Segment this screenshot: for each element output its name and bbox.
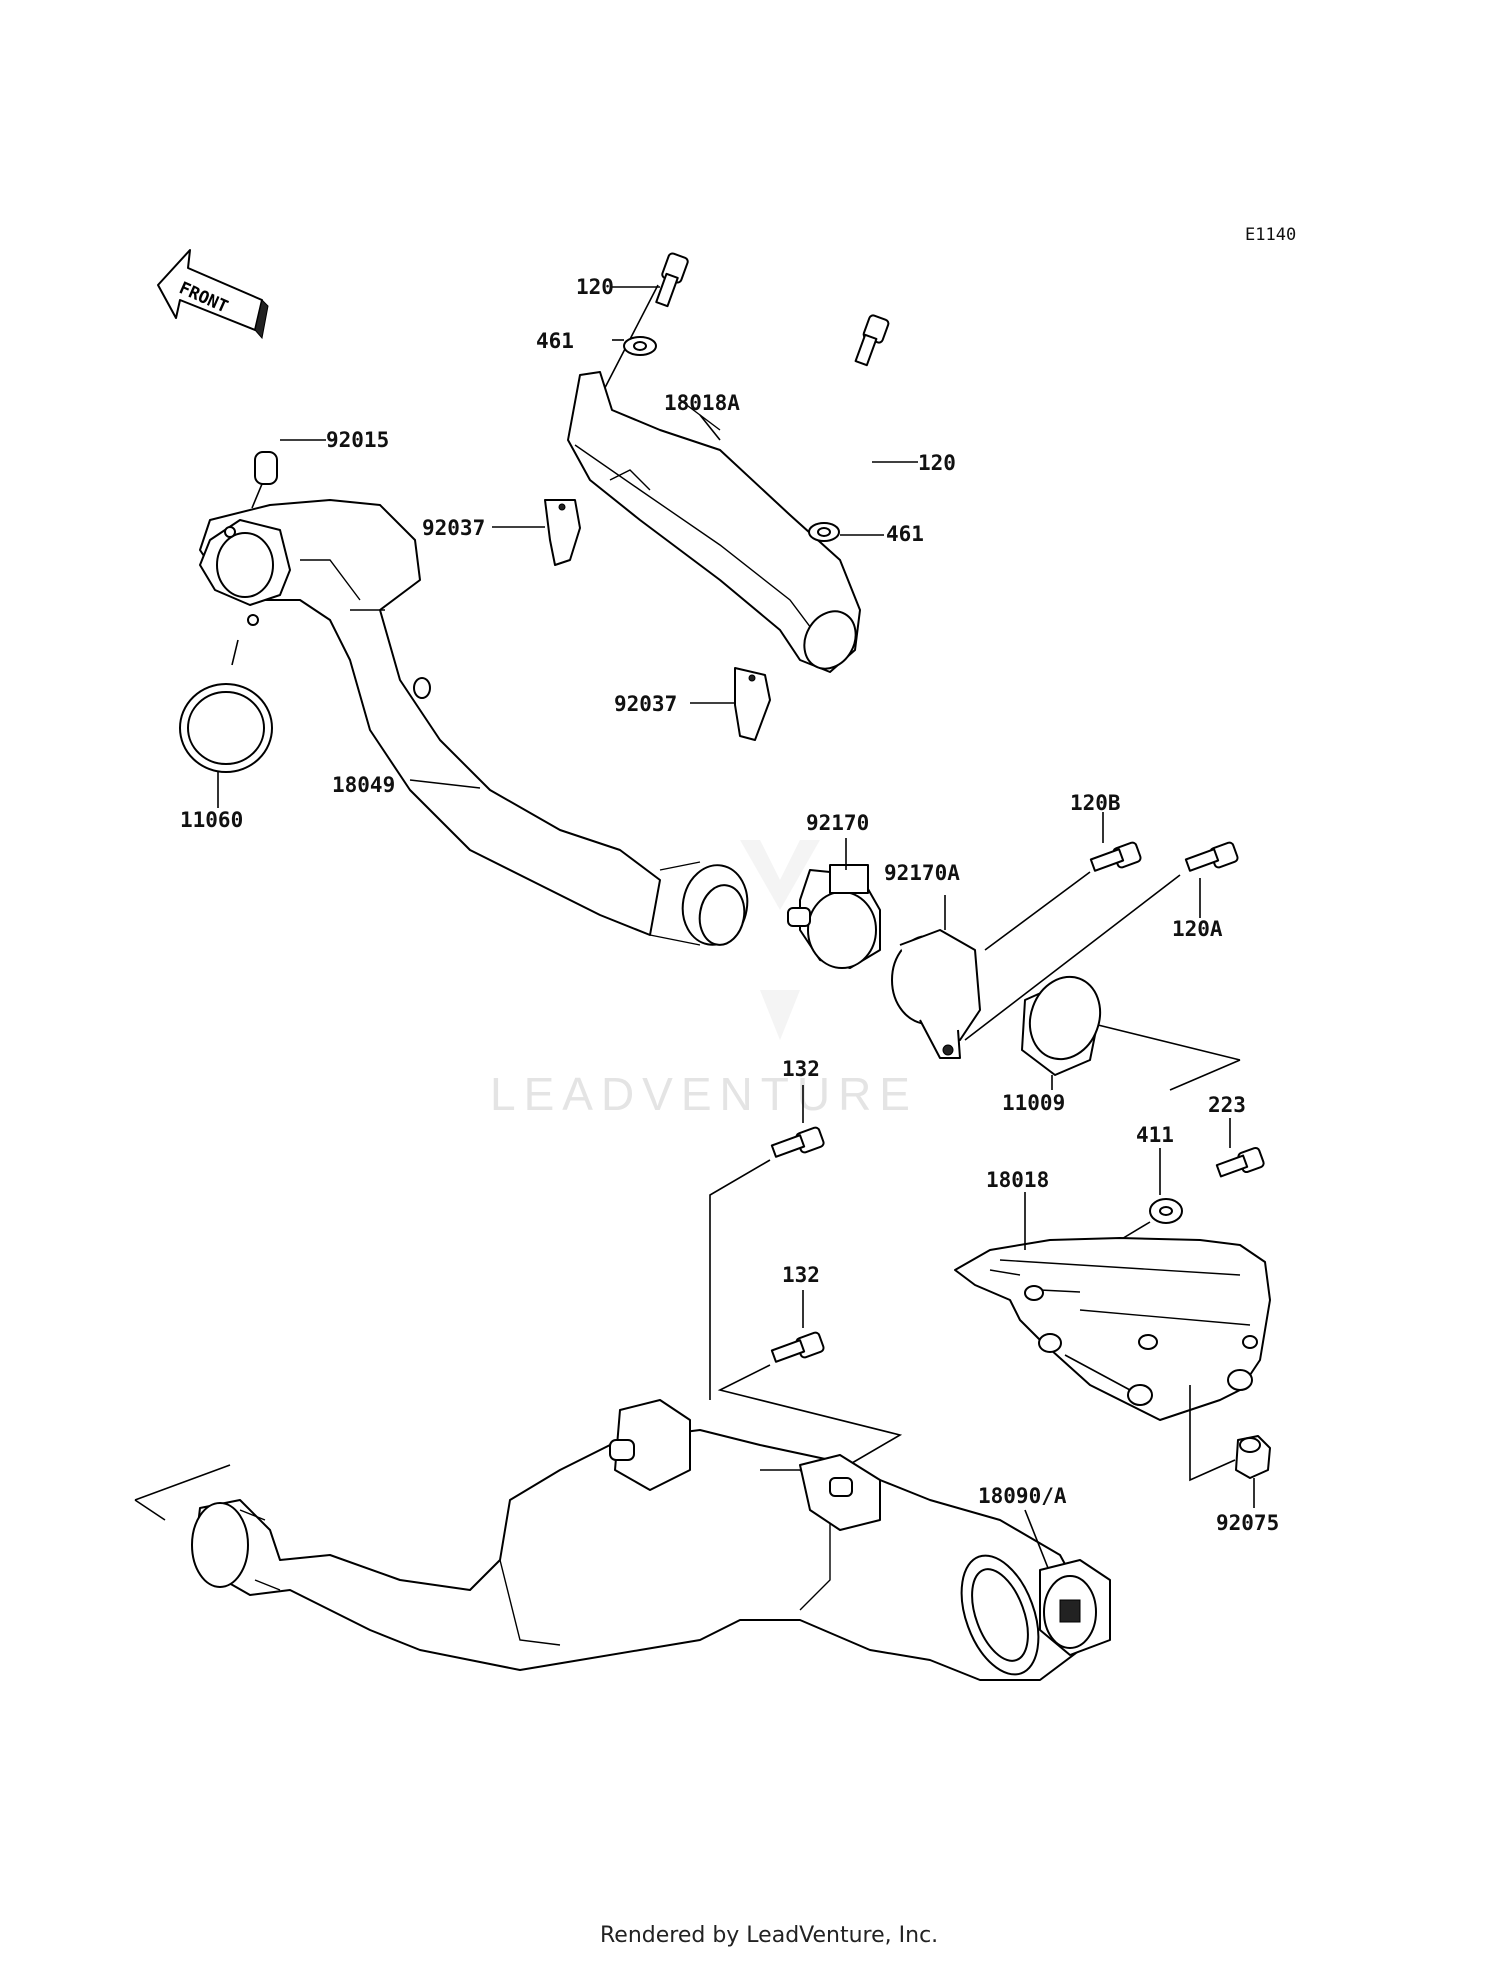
- label-132-upper: 132: [782, 1057, 820, 1081]
- clamp-92170[interactable]: [787, 838, 881, 969]
- label-18018A: 18018A: [664, 391, 740, 415]
- bolt-120B[interactable]: [984, 812, 1142, 951]
- watermark-logo: [740, 840, 820, 1040]
- label-223: 223: [1208, 1093, 1246, 1117]
- label-92037-upper: 92037: [422, 516, 485, 540]
- label-120A: 120A: [1172, 917, 1223, 941]
- heat-cover-18018A[interactable]: [567, 371, 866, 678]
- bolt-132-lower[interactable]: [717, 1290, 903, 1471]
- bolt-223[interactable]: [1215, 1118, 1265, 1178]
- gasket-11009[interactable]: [1019, 967, 1241, 1091]
- label-461-top: 461: [536, 329, 574, 353]
- label-120-right: 120: [918, 451, 956, 475]
- label-18090A: 18090/A: [978, 1484, 1067, 1508]
- footer-credit: Rendered by LeadVenture, Inc.: [600, 1923, 938, 1948]
- bracket-92037-upper[interactable]: [492, 499, 581, 566]
- watermark-text: LEADVENTURE: [490, 1068, 918, 1120]
- label-18018: 18018: [986, 1168, 1049, 1192]
- grommet-92075[interactable]: [1235, 1435, 1271, 1508]
- bolt-120-right[interactable]: [854, 314, 918, 463]
- exhaust-pipe-18049[interactable]: [199, 499, 753, 950]
- leader-18018A: [699, 414, 721, 441]
- label-461-right: 461: [886, 522, 924, 546]
- washer-461-top[interactable]: [612, 336, 657, 356]
- label-18049: 18049: [332, 773, 395, 797]
- label-92075: 92075: [1216, 1511, 1279, 1535]
- washer-411[interactable]: [1119, 1148, 1183, 1241]
- bolt-120A[interactable]: [964, 841, 1239, 1041]
- nut-92015[interactable]: [251, 439, 326, 509]
- bracket-92037-lower[interactable]: [690, 667, 771, 741]
- label-411: 411: [1136, 1123, 1174, 1147]
- label-132-lower: 132: [782, 1263, 820, 1287]
- clamp-92170A[interactable]: [891, 895, 981, 1059]
- label-92015: 92015: [326, 428, 389, 452]
- label-11060: 11060: [180, 808, 243, 832]
- label-92170A: 92170A: [884, 861, 960, 885]
- front-arrow-icon: FRONT: [157, 249, 269, 340]
- washer-461-right[interactable]: [808, 522, 884, 542]
- bolt-132-upper[interactable]: [709, 1085, 825, 1400]
- label-120-top: 120: [576, 275, 614, 299]
- heat-cover-18018[interactable]: [954, 1192, 1271, 1482]
- label-11009: 11009: [1002, 1091, 1065, 1115]
- label-92170: 92170: [806, 811, 869, 835]
- diagram-reference: E1140: [1245, 225, 1296, 245]
- gasket-11060[interactable]: [179, 639, 273, 808]
- label-120B: 120B: [1070, 791, 1121, 815]
- muffler-18090A[interactable]: [134, 1399, 1111, 1685]
- bolt-120-top[interactable]: [577, 252, 689, 441]
- label-92037-lower: 92037: [614, 692, 677, 716]
